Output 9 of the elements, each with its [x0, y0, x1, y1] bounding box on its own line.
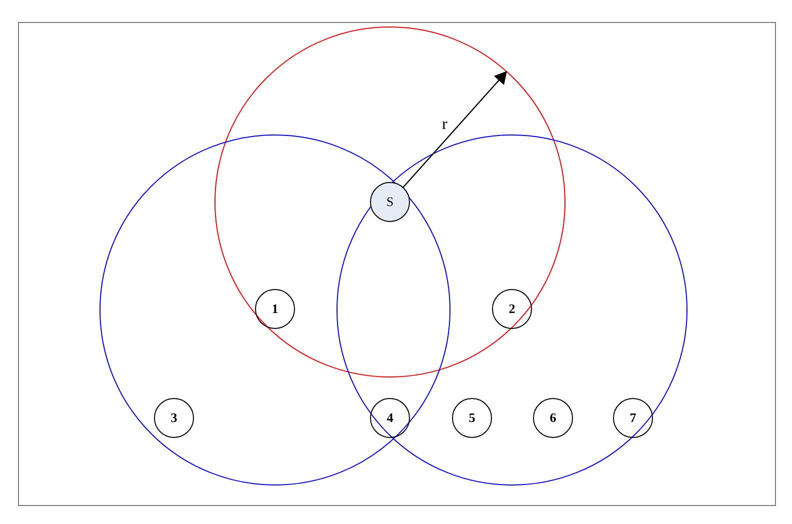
node-circle: 2	[492, 289, 532, 329]
radius-label: r	[442, 116, 448, 134]
node-circle: 3	[154, 398, 194, 438]
node-circle: 1	[255, 289, 295, 329]
node-circle: 4	[370, 398, 410, 438]
node-circle: 7	[613, 398, 653, 438]
node-circle: S	[370, 182, 410, 222]
node-circle: 6	[533, 398, 573, 438]
node-circle: 5	[452, 398, 492, 438]
